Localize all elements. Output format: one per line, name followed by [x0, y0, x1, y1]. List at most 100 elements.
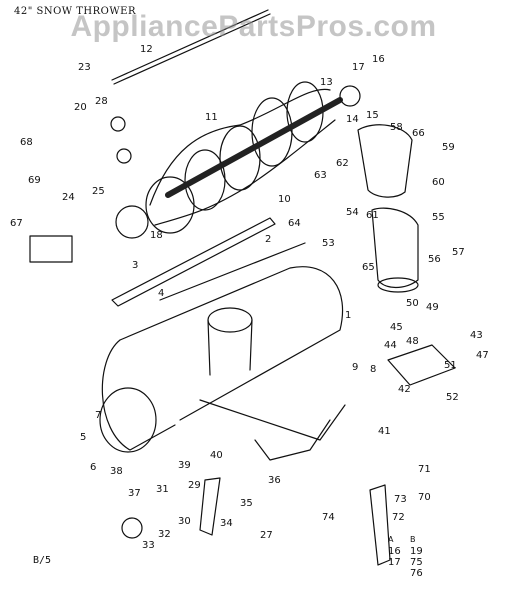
- auger-assembly: [145, 81, 343, 234]
- callout-30: 30: [178, 516, 191, 527]
- callout-49: 49: [426, 302, 439, 313]
- table-cell: 75: [410, 557, 423, 568]
- callout-70: 70: [418, 492, 431, 503]
- callout-37: 37: [128, 488, 141, 499]
- callout-18: 18: [150, 230, 163, 241]
- callout-69: 69: [28, 175, 41, 186]
- auger-housing: [99, 242, 346, 461]
- callout-27: 27: [260, 530, 273, 541]
- table-row: 76: [388, 568, 432, 579]
- callout-57: 57: [452, 247, 465, 258]
- callout-9: 9: [352, 362, 358, 373]
- table-header-b: B: [410, 535, 416, 544]
- callout-42: 42: [398, 384, 411, 395]
- shoe-bracket: [199, 477, 221, 536]
- callout-33: 33: [142, 540, 155, 551]
- callout-6: 6: [90, 462, 96, 473]
- callout-66: 66: [412, 128, 425, 139]
- bearing: [339, 85, 361, 107]
- callout-5: 5: [80, 432, 86, 443]
- callout-72: 72: [392, 512, 405, 523]
- callout-56: 56: [428, 254, 441, 265]
- callout-53: 53: [322, 238, 335, 249]
- callout-4: 4: [158, 288, 164, 299]
- callout-40: 40: [210, 450, 223, 461]
- callout-59: 59: [442, 142, 455, 153]
- callout-67: 67: [10, 218, 23, 229]
- decal-67: [29, 235, 73, 263]
- callout-1: 1: [345, 310, 351, 321]
- callout-28: 28: [95, 96, 108, 107]
- table-header-a: A: [388, 535, 394, 544]
- discharge-chute: [357, 124, 419, 293]
- table-cell: 19: [410, 546, 423, 557]
- callout-15: 15: [366, 110, 379, 121]
- callout-20: 20: [74, 102, 87, 113]
- callout-29: 29: [188, 480, 201, 491]
- callout-39: 39: [178, 460, 191, 471]
- callout-16: 16: [372, 54, 385, 65]
- table-cell: 76: [410, 568, 423, 579]
- callout-50: 50: [406, 298, 419, 309]
- callout-12: 12: [140, 44, 153, 55]
- sprocket-small: [110, 116, 126, 132]
- callout-44: 44: [384, 340, 397, 351]
- callout-54: 54: [346, 207, 359, 218]
- callout-11: 11: [205, 112, 218, 123]
- diagram-title: 42" SNOW THROWER: [14, 6, 136, 17]
- callout-48: 48: [406, 336, 419, 347]
- callout-10: 10: [278, 194, 291, 205]
- table-cell: 16: [388, 546, 401, 557]
- callout-74: 74: [322, 512, 335, 523]
- callout-2: 2: [265, 234, 271, 245]
- callout-35: 35: [240, 498, 253, 509]
- skid-bracket: [387, 344, 456, 386]
- callout-60: 60: [432, 177, 445, 188]
- callout-63: 63: [314, 170, 327, 181]
- callout-51: 51: [444, 360, 457, 371]
- callout-8: 8: [370, 364, 376, 375]
- callout-13: 13: [320, 77, 333, 88]
- callout-25: 25: [92, 186, 105, 197]
- scraper-bar: [111, 217, 276, 307]
- callout-32: 32: [158, 529, 171, 540]
- callout-34: 34: [220, 518, 233, 529]
- callout-45: 45: [390, 322, 403, 333]
- skid-shoe: [369, 484, 391, 566]
- callout-65: 65: [362, 262, 375, 273]
- callout-55: 55: [432, 212, 445, 223]
- diagram-code: B/5: [33, 555, 52, 566]
- callout-41: 41: [378, 426, 391, 437]
- sprocket-large: [115, 205, 149, 239]
- callout-71: 71: [418, 464, 431, 475]
- callout-47: 47: [476, 350, 489, 361]
- callout-73: 73: [394, 494, 407, 505]
- callout-14: 14: [346, 114, 359, 125]
- callout-52: 52: [446, 392, 459, 403]
- callout-7: 7: [95, 410, 101, 421]
- callout-31: 31: [156, 484, 169, 495]
- callout-58: 58: [390, 122, 403, 133]
- callout-3: 3: [132, 260, 138, 271]
- sprocket-mid: [116, 148, 132, 164]
- idler-wheel: [121, 517, 143, 539]
- callout-23: 23: [78, 62, 91, 73]
- callout-62: 62: [336, 158, 349, 169]
- callout-43: 43: [470, 330, 483, 341]
- callout-24: 24: [62, 192, 75, 203]
- callout-17: 17: [352, 62, 365, 73]
- table-cell: 17: [388, 557, 401, 568]
- callout-61: 61: [366, 210, 379, 221]
- callout-68: 68: [20, 137, 33, 148]
- callout-36: 36: [268, 475, 281, 486]
- callout-64: 64: [288, 218, 301, 229]
- drive-shaft: [111, 9, 271, 85]
- callout-38: 38: [110, 466, 123, 477]
